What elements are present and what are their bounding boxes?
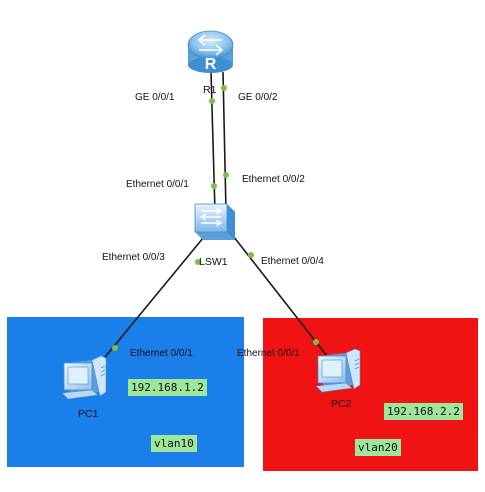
link-r1-ge002-sw-eth002 (222, 71, 227, 213)
pc2-name: PC2 (331, 398, 352, 410)
link-sw-eth004-pc2 (229, 231, 328, 357)
port-dot (313, 339, 319, 345)
pc1-name: PC1 (78, 408, 99, 420)
port-dot (211, 183, 217, 189)
port-label-sw-eth001: Ethernet 0/0/1 (126, 179, 189, 190)
port-label-sw-eth002: Ethernet 0/0/2 (242, 174, 305, 185)
port-dot (112, 345, 118, 351)
pc2-ip-tag: 192.168.2.2 (384, 403, 463, 420)
switch-icon[interactable] (194, 203, 235, 240)
port-dot (223, 172, 229, 178)
vlan20-tag: vlan20 (355, 439, 401, 456)
port-label-pc2-eth001: Ethernet 0/0/1 (237, 348, 300, 359)
port-label-r1-ge001: GE 0/0/1 (135, 92, 175, 103)
router-icon[interactable]: R (187, 30, 234, 73)
switch-name: LSW1 (199, 256, 228, 268)
port-label-pc1-eth001: Ethernet 0/0/1 (130, 348, 193, 359)
port-label-sw-eth004: Ethernet 0/0/4 (261, 256, 324, 267)
port-label-r1-ge002: GE 0/0/2 (238, 92, 278, 103)
port-dot (209, 98, 215, 104)
port-dot (221, 85, 227, 91)
svg-text:R: R (205, 56, 217, 73)
pc1-ip-tag: 192.168.1.2 (128, 379, 207, 396)
pc-icon[interactable] (315, 348, 361, 393)
router-name: R1 (203, 84, 217, 96)
pc-icon[interactable] (61, 355, 107, 400)
port-label-sw-eth003: Ethernet 0/0/3 (102, 252, 165, 263)
port-dot (248, 252, 254, 258)
port-dot (195, 259, 201, 265)
link-sw-eth003-pc1 (100, 231, 209, 363)
vlan10-tag: vlan10 (151, 435, 197, 452)
